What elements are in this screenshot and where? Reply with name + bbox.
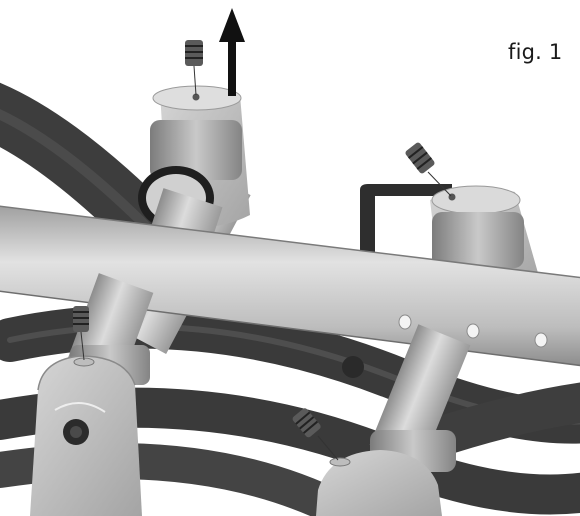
set-screw-top-right [405, 142, 435, 174]
set-screw-top-left [185, 40, 203, 96]
leader-line [427, 171, 452, 197]
lower-left-bearing [30, 355, 142, 516]
leader-line [317, 435, 339, 461]
upper-right-bearing [430, 185, 540, 285]
set-screw-front-right [292, 408, 321, 438]
hex-bolt [342, 356, 364, 378]
up-arrow-icon [219, 8, 245, 96]
lower-right-bearing [316, 450, 442, 516]
figure-label: fig. 1 [508, 40, 563, 64]
set-screw-front-left [73, 306, 89, 361]
